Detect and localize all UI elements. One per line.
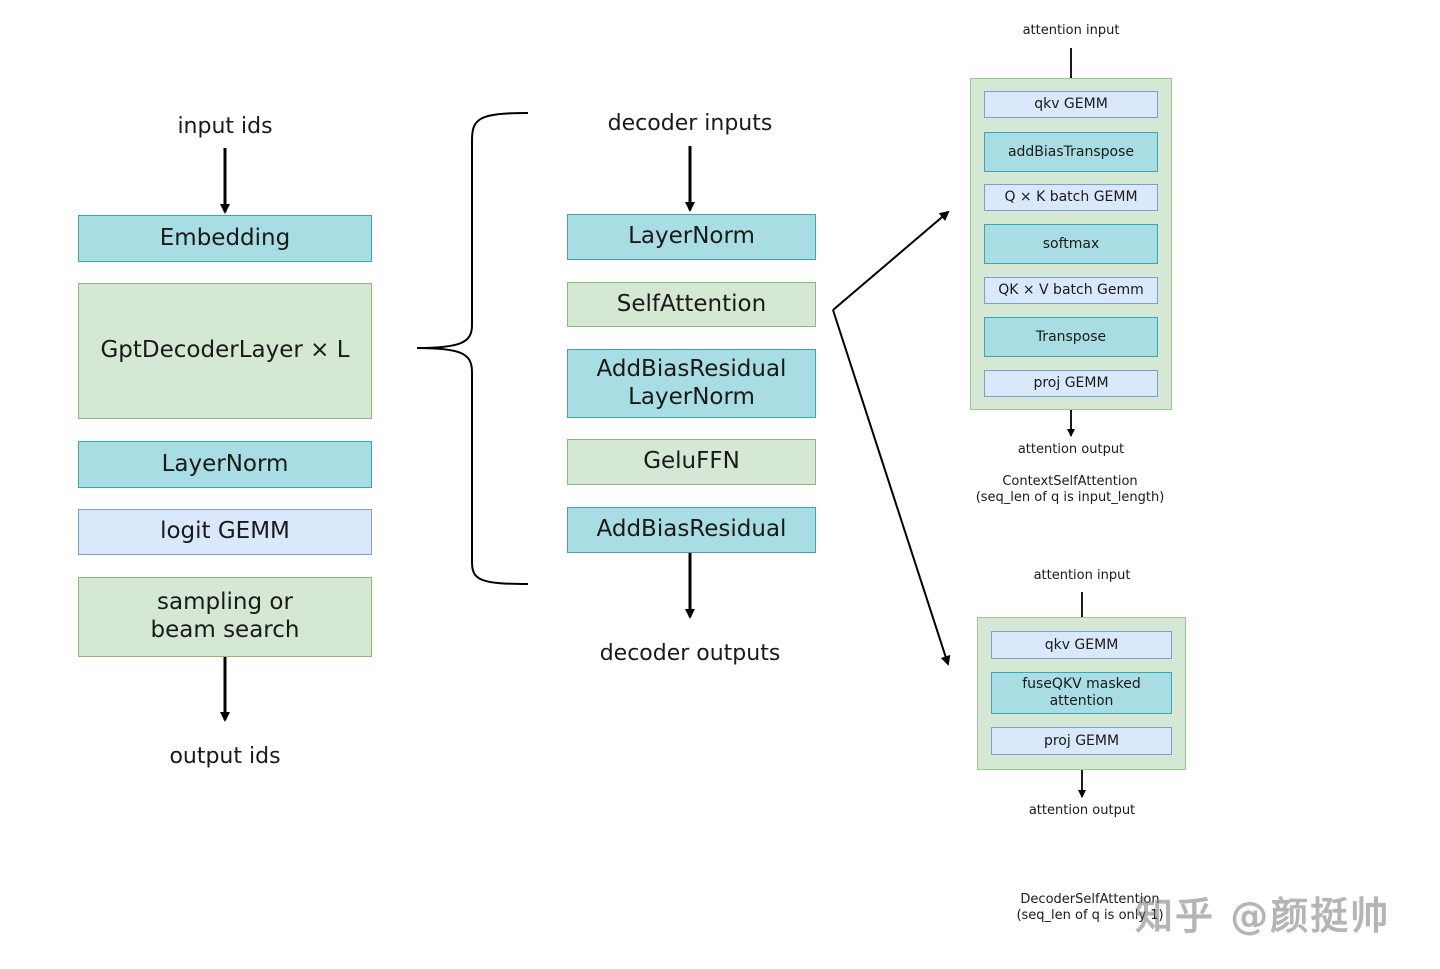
dec-qkv-gemm-block: qkv GEMM [991,631,1172,659]
input-ids-label: input ids [177,114,273,139]
ctx-qkv-batch-gemm-block: QK × V batch Gemm [984,277,1158,304]
dec-fuse-qkv-attention-block: fuseQKV masked attention [991,672,1172,714]
ctx-transpose-block: Transpose [984,317,1158,357]
context-attention-input-label: attention input [1022,23,1120,38]
arrow-to-context-attention [832,210,950,311]
expansion-brace [416,112,529,585]
final-layernorm-block: LayerNorm [78,441,372,488]
self-attention-block: SelfAttention [567,282,816,327]
watermark: 知乎 @颜挺帅 [1135,894,1391,938]
add-bias-residual-layernorm-block: AddBiasResidual LayerNorm [567,349,816,418]
embedding-block: Embedding [78,215,372,262]
ctx-qk-batch-gemm-block: Q × K batch GEMM [984,184,1158,211]
ctx-softmax-block: softmax [984,224,1158,264]
output-ids-label: output ids [169,744,281,769]
dec-proj-gemm-block: proj GEMM [991,727,1172,755]
add-bias-residual-block: AddBiasResidual [567,507,816,553]
decoder-outputs-label: decoder outputs [599,641,781,666]
decoder-inputs-label: decoder inputs [607,111,773,136]
ctx-proj-gemm-block: proj GEMM [984,370,1158,397]
decoder-attention-caption: DecoderSelfAttention (seq_len of q is on… [1016,892,1164,924]
decoder-attention-output-label: attention output [1028,803,1136,818]
context-attention-output-label: attention output [1017,442,1125,457]
sampling-block: sampling or beam search [78,577,372,657]
decoder-attention-input-label: attention input [1033,568,1131,583]
arrow-to-decoder-attention [832,309,951,666]
context-attention-caption: ContextSelfAttention (seq_len of q is in… [975,474,1165,506]
ctx-add-bias-transpose-block: addBiasTranspose [984,132,1158,172]
gpt-decoder-layer-block: GptDecoderLayer × L [78,283,372,419]
decoder-layernorm-block: LayerNorm [567,214,816,260]
logit-gemm-block: logit GEMM [78,509,372,555]
ctx-qkv-gemm-block: qkv GEMM [984,91,1158,118]
gelu-ffn-block: GeluFFN [567,439,816,485]
